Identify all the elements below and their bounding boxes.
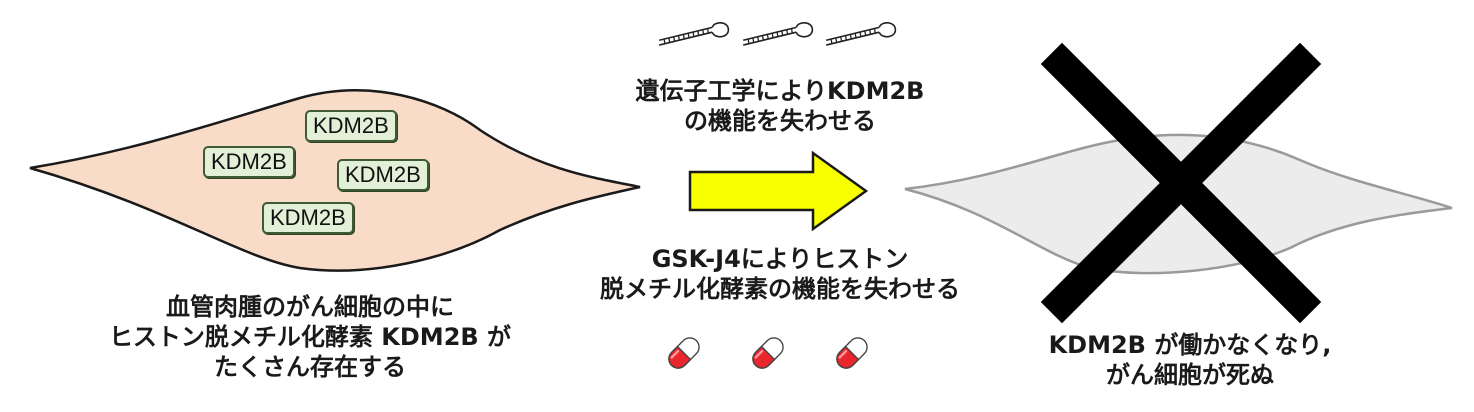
caption-line: がん細胞が死ぬ [1106, 361, 1274, 389]
cancer-cell-shape [29, 89, 641, 272]
inhibitor-caption: GSK-J4によりヒストン 脱メチル化酵素の機能を失わせる [520, 244, 1040, 304]
kdm2b-enzyme-box: KDM2B [203, 146, 295, 178]
right-arrow [688, 150, 869, 232]
caption-line: KDM2B が働かなくなり, [1048, 331, 1332, 359]
caption-line: 脱メチル化酵素の機能を失わせる [600, 275, 960, 303]
caption-line: 遺伝子工学によりKDM2B [635, 77, 925, 105]
kdm2b-enzyme-box: KDM2B [262, 202, 354, 234]
caption-line: 血管肉腫のがん細胞の中に [166, 293, 454, 321]
pill-icon [831, 332, 873, 374]
caption-line: たくさん存在する [214, 353, 406, 381]
shrna-icon [742, 21, 814, 46]
caption-line: GSK-J4によりヒストン [651, 245, 909, 273]
pill-icon [663, 332, 705, 374]
caption-line: ヒストン脱メチル化酵素 KDM2B が [108, 323, 512, 351]
pill-icon [747, 332, 789, 374]
cross-icon [1040, 42, 1322, 324]
shrna-icon [825, 21, 897, 46]
caption-line: の機能を失わせる [684, 107, 876, 135]
shrna-icon [658, 21, 730, 46]
left-caption: 血管肉腫のがん細胞の中に ヒストン脱メチル化酵素 KDM2B が たくさん存在す… [40, 292, 580, 382]
gene-engineering-caption: 遺伝子工学によりKDM2B の機能を失わせる [520, 76, 1040, 136]
kdm2b-enzyme-box: KDM2B [337, 159, 429, 191]
right-caption: KDM2B が働かなくなり, がん細胞が死ぬ [920, 330, 1460, 390]
kdm2b-enzyme-box: KDM2B [305, 110, 397, 142]
